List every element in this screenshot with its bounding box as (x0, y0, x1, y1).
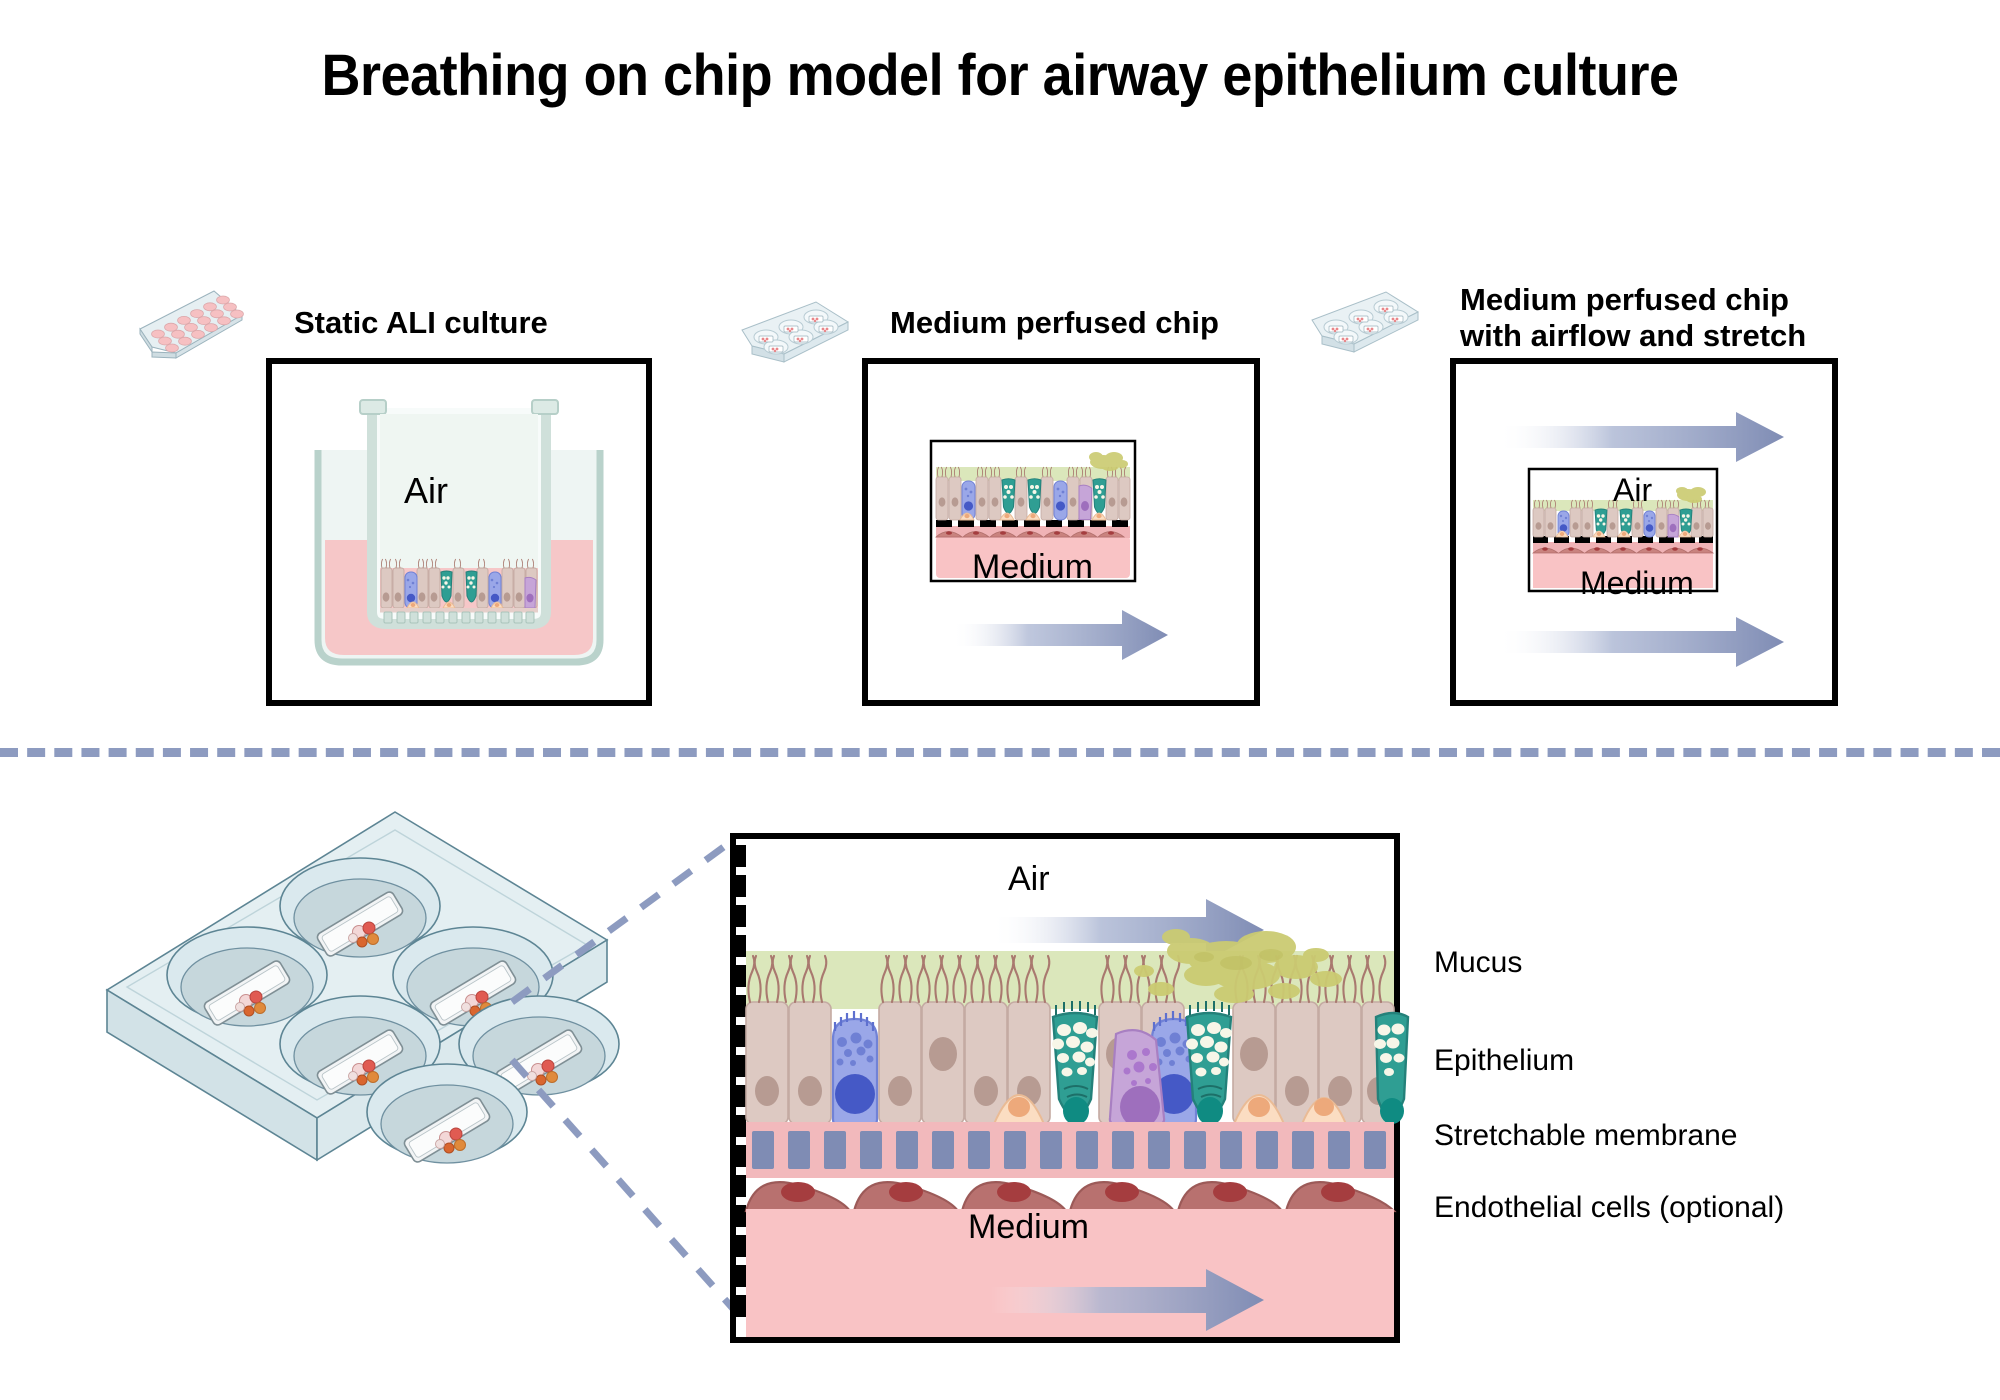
medium-flow-arrow-panel3 (1498, 617, 1784, 667)
airflow-stretch-chip-diagram (1527, 467, 1719, 593)
panel-label-medium-perfused-chip: Medium perfused chip (890, 305, 1219, 340)
section-divider (0, 748, 2000, 757)
layer-label-endothelial-cells: Endothelial cells (optional) (1434, 1191, 1785, 1224)
detail-medium-label: Medium (968, 1208, 1089, 1246)
panel-label-airflow-stretch: Medium perfused chip with airflow and st… (1460, 282, 1807, 353)
medium-perfused-chip-diagram (929, 439, 1137, 583)
airflow-stretch-air-label: Air (1613, 472, 1653, 508)
page-title: Breathing on chip model for airway epith… (321, 43, 1679, 108)
layer-label-mucus: Mucus (1434, 946, 1523, 979)
6-well-chip-plate-icon-panel2 (741, 301, 850, 363)
zoom-connector-lines (509, 835, 739, 1315)
layer-label-stretchable-membrane: Stretchable membrane (1434, 1119, 1738, 1152)
transwell-insert-diagram (314, 399, 604, 666)
panel-label-static-ali: Static ALI culture (294, 305, 548, 340)
airflow-stretch-medium-label: Medium (1580, 565, 1694, 601)
isometric-6-well-plate-with-chips (105, 811, 620, 1164)
layer-label-epithelium: Epithelium (1434, 1044, 1575, 1077)
air-flow-arrow-panel3 (1498, 412, 1784, 462)
panel-frame-medium-perfused-chip (862, 358, 1260, 706)
static-ali-air-label: Air (404, 470, 448, 511)
6-well-chip-plate-icon-panel3 (1311, 291, 1420, 353)
medium-flow-arrow-panel2 (952, 610, 1168, 660)
detail-air-label: Air (1008, 860, 1050, 898)
24-well-plate-icon (139, 290, 244, 359)
medium-perfused-chip-medium-label: Medium (972, 548, 1093, 586)
detail-cross-section-diagram (736, 839, 1410, 1337)
